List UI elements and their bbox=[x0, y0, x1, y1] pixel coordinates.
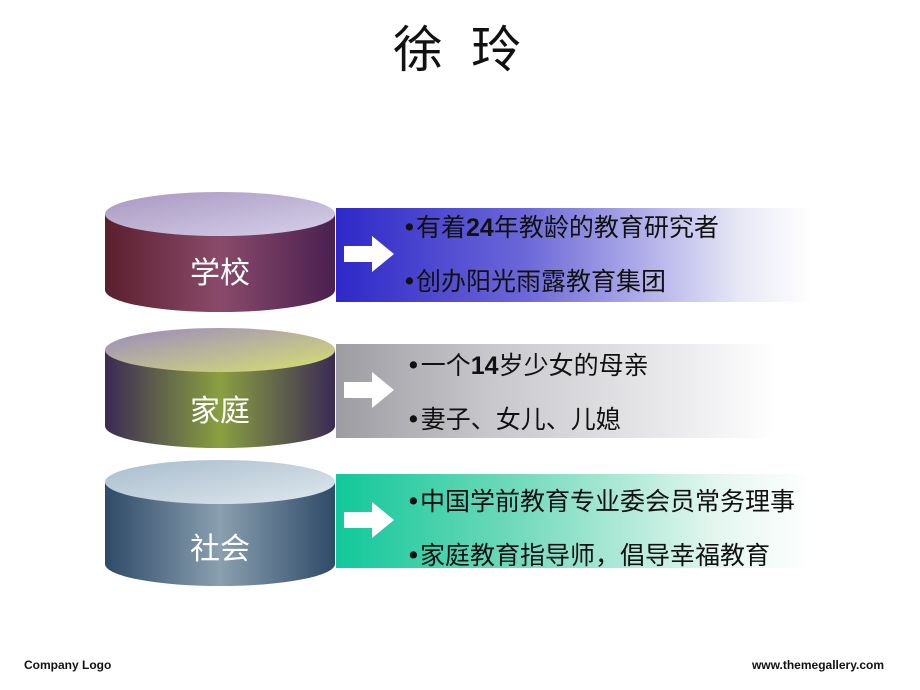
cylinder-label: 家庭 bbox=[190, 394, 250, 429]
cylinder-school: 学校 bbox=[104, 190, 336, 314]
cylinder-label: 学校 bbox=[190, 256, 250, 291]
info-line: •中国学前教育专业委会员常务理事 bbox=[406, 487, 796, 516]
info-panel bbox=[336, 344, 776, 438]
info-line: •有着24年教龄的教育研究者 bbox=[402, 213, 719, 242]
slide-title: 徐 玲 bbox=[393, 21, 527, 79]
info-line: •创办阳光雨露教育集团 bbox=[402, 267, 667, 296]
footer-company-logo: Company Logo bbox=[24, 658, 112, 672]
cylinder-society: 社会 bbox=[104, 458, 336, 588]
cylinder-family: 家庭 bbox=[104, 326, 336, 450]
info-panel bbox=[336, 474, 812, 568]
arrow-right-icon bbox=[344, 502, 394, 538]
footer-website: www.themegallery.com bbox=[751, 658, 884, 672]
arrow-right-icon bbox=[344, 372, 394, 408]
info-panel bbox=[336, 208, 812, 302]
info-line: •家庭教育指导师，倡导幸福教育 bbox=[406, 541, 771, 570]
cylinder-label: 社会 bbox=[190, 532, 250, 567]
arrow-right-icon bbox=[344, 236, 394, 272]
info-line: •妻子、女儿、儿媳 bbox=[406, 405, 621, 434]
info-line: •一个14岁少女的母亲 bbox=[406, 351, 649, 380]
